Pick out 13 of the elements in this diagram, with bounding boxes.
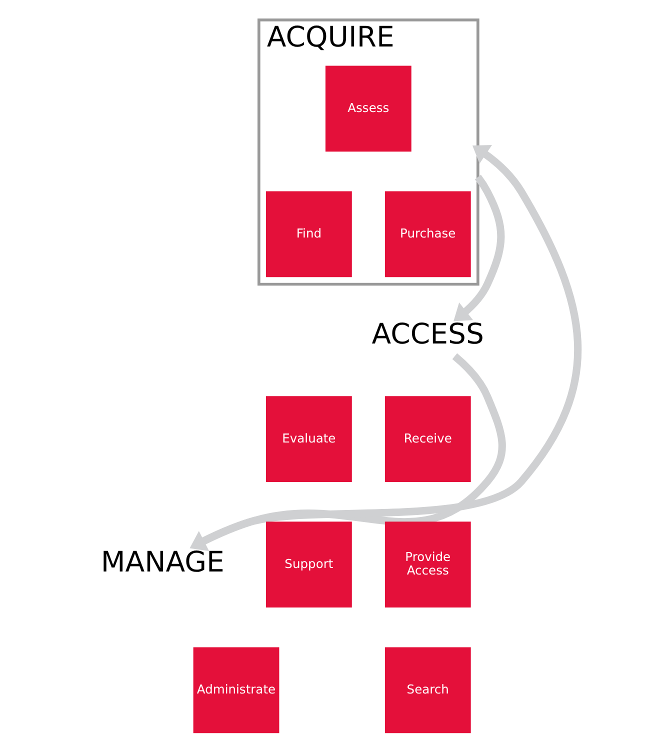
arrow bbox=[454, 174, 505, 322]
node-text: ACCESS bbox=[372, 318, 484, 351]
node-text: MANAGE bbox=[100, 546, 224, 579]
node-box: Administrate bbox=[193, 647, 280, 734]
node-box: Purchase bbox=[384, 191, 471, 278]
arrow bbox=[190, 353, 506, 551]
node-box: Support bbox=[266, 522, 352, 608]
node-box: Search bbox=[384, 647, 471, 734]
node-box: Provide Access bbox=[384, 522, 471, 608]
node-box: Find bbox=[266, 191, 352, 278]
node-box: Evaluate bbox=[266, 396, 352, 482]
node-box: Assess bbox=[325, 66, 412, 152]
node-box: Receive bbox=[384, 396, 471, 482]
